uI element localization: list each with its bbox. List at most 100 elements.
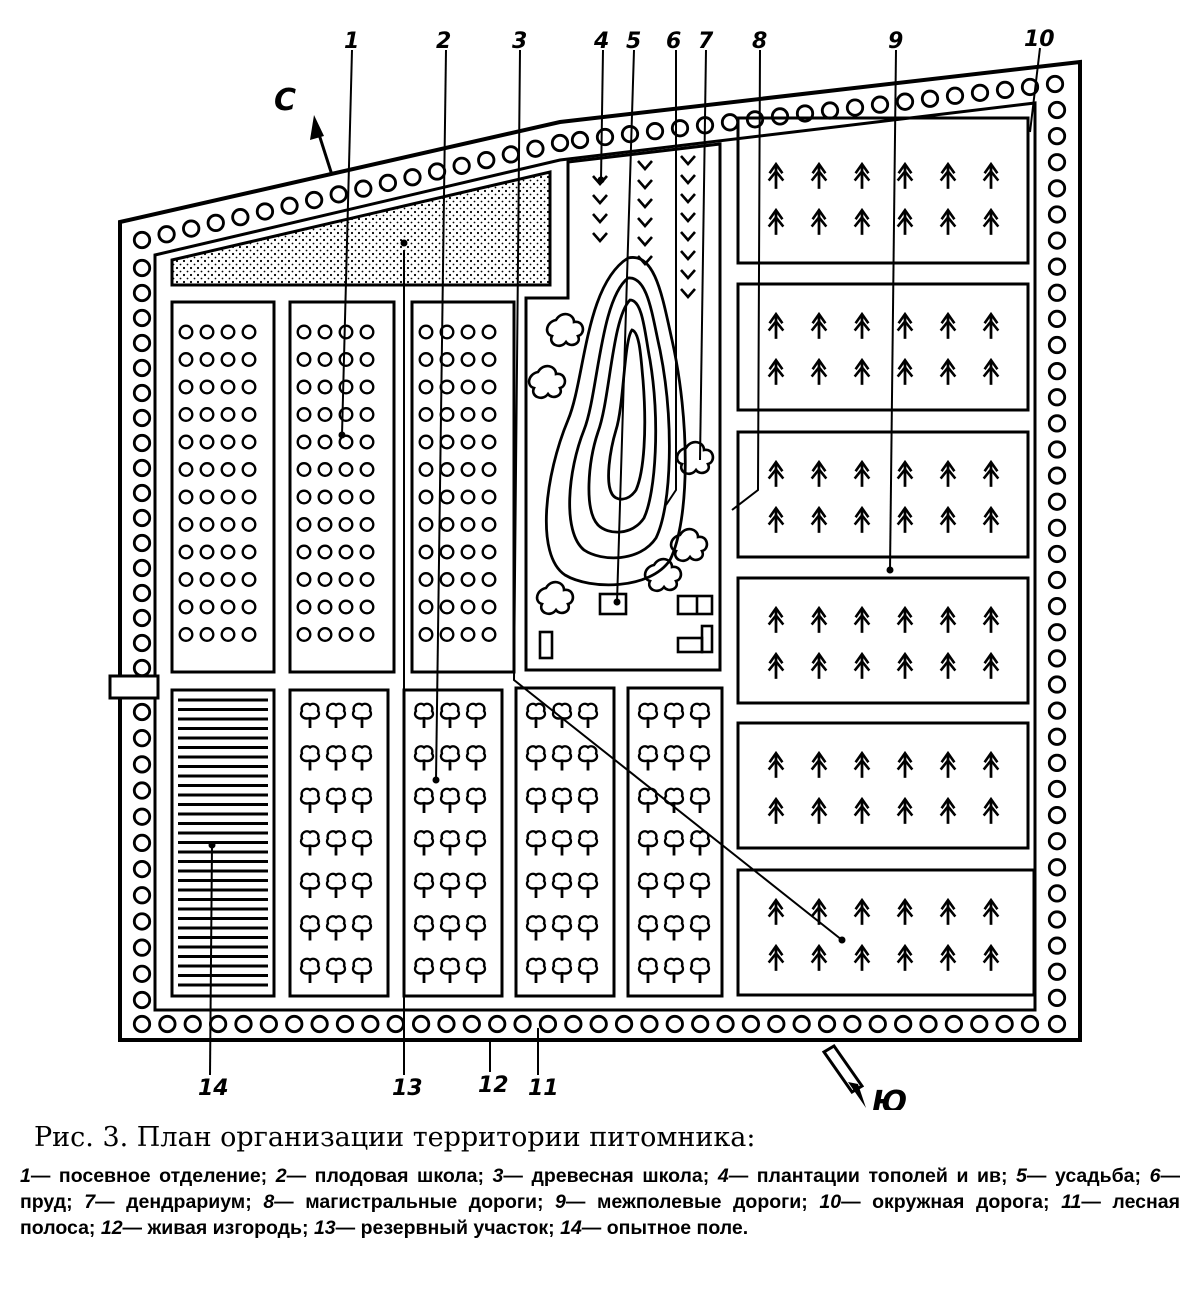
- conifer-tree: [810, 506, 828, 535]
- deciduous-tree: [413, 872, 435, 899]
- seedling-circle: [439, 627, 455, 642]
- conifer-tree: [939, 652, 957, 681]
- seedling-circle: [178, 489, 194, 505]
- forest-belt-ring: [1047, 414, 1067, 433]
- conifer-field-2: [736, 282, 1030, 412]
- chevron-mark: [679, 249, 697, 261]
- conifer-field-1: [736, 116, 1030, 265]
- seedling-circle: [199, 352, 215, 367]
- seedling-circle: [359, 324, 375, 340]
- legend-number: 3: [492, 1165, 504, 1187]
- seedling-circle: [460, 572, 476, 587]
- deciduous-tree: [351, 914, 373, 942]
- legend-number: 2: [275, 1165, 287, 1187]
- seedling-circle: [178, 572, 194, 587]
- seedling-circle: [241, 462, 257, 477]
- forest-belt-ring: [1047, 126, 1067, 146]
- conifer-tree: [767, 898, 785, 927]
- seedling-circle: [241, 407, 257, 422]
- forest-belt-ring: [132, 433, 152, 453]
- deciduous-tree: [577, 957, 599, 984]
- deciduous-tree: [299, 744, 321, 772]
- conifer-tree: [982, 312, 1000, 341]
- forest-belt-ring: [670, 119, 690, 138]
- forest-belt-ring: [259, 1014, 278, 1034]
- conifer-tree: [982, 460, 1000, 489]
- deciduous-tree: [465, 702, 487, 729]
- estate-buildings: [538, 592, 714, 660]
- seedling-circle: [241, 324, 257, 340]
- forest-belt-ring: [640, 1014, 659, 1034]
- forest-belt-ring: [462, 1014, 481, 1034]
- forest-belt-ring: [234, 1014, 253, 1034]
- forest-belt-ring: [1047, 623, 1067, 642]
- forest-belt-ring: [1047, 205, 1067, 224]
- conifer-tree: [810, 208, 828, 237]
- deciduous-tree: [413, 957, 435, 984]
- deciduous-tree: [689, 744, 711, 772]
- chevron-mark: [636, 178, 654, 190]
- south-label: Ю: [872, 1085, 907, 1110]
- forest-belt-ring: [945, 86, 965, 105]
- conifer-tree: [853, 312, 871, 341]
- forest-belt-ring: [132, 633, 152, 653]
- forest-belt-ring: [564, 1014, 583, 1034]
- chevron-mark: [679, 268, 697, 280]
- forest-belt-ring: [1047, 858, 1067, 877]
- conifer-tree: [810, 797, 828, 826]
- forest-belt-ring: [767, 1014, 786, 1034]
- seedling-circle: [418, 352, 434, 367]
- deciduous-tree: [439, 829, 461, 857]
- chevron-mark: [679, 173, 697, 185]
- seedling-circle: [338, 324, 354, 340]
- forest-belt-ring: [920, 89, 940, 108]
- deciduous-tree: [689, 829, 711, 857]
- deciduous-tree: [413, 787, 435, 814]
- forest-belt-ring: [310, 1014, 329, 1034]
- forest-belt-ring: [132, 1014, 152, 1034]
- seedling-circle: [317, 517, 333, 532]
- forest-belt-ring: [488, 1014, 507, 1034]
- seedling-circle: [178, 599, 194, 615]
- sowing-field-3: [410, 300, 516, 674]
- seedling-circle: [439, 407, 455, 422]
- conifer-tree: [939, 606, 957, 635]
- conifer-tree: [853, 751, 871, 780]
- deciduous-tree: [325, 744, 347, 772]
- north-arrow: С: [274, 83, 334, 176]
- label-3: 3: [512, 29, 527, 54]
- seedling-circle: [418, 407, 434, 422]
- deciduous-tree: [525, 702, 547, 729]
- seedling-circle: [439, 517, 455, 532]
- deciduous-tree: [351, 872, 373, 899]
- seedling-circle: [418, 434, 434, 450]
- legend-number: 5: [1016, 1165, 1027, 1187]
- label-13: 13: [392, 1076, 423, 1101]
- label-5: 5: [626, 29, 641, 54]
- seedling-circle: [481, 517, 497, 532]
- west-road-exit: [108, 674, 160, 700]
- seedling-circle: [199, 462, 215, 477]
- forest-belt-ring: [970, 83, 990, 102]
- deciduous-tree: [439, 702, 461, 729]
- south-arrow: Ю: [821, 1043, 907, 1110]
- forest-belt-ring: [280, 196, 299, 215]
- forest-belt-ring: [378, 173, 398, 193]
- conifer-tree: [896, 751, 914, 780]
- conifer-tree: [982, 652, 1000, 681]
- label-6: 6: [666, 29, 681, 54]
- seedling-circle: [338, 572, 354, 587]
- seedling-circle: [481, 489, 497, 505]
- legend-number: 6: [1149, 1165, 1161, 1187]
- seedling-circle: [241, 599, 257, 615]
- forest-belt-ring: [1047, 100, 1067, 120]
- conifer-tree: [939, 944, 957, 973]
- seedling-circle: [359, 462, 375, 477]
- label-11: 11: [528, 1076, 559, 1101]
- seedling-circle: [481, 352, 497, 367]
- deciduous-tree: [663, 702, 685, 729]
- forest-belt-ring: [411, 1014, 431, 1034]
- estate-bushes: [527, 312, 715, 616]
- seedling-circle: [178, 627, 194, 642]
- legend-text: — живая изгородь;: [122, 1217, 309, 1239]
